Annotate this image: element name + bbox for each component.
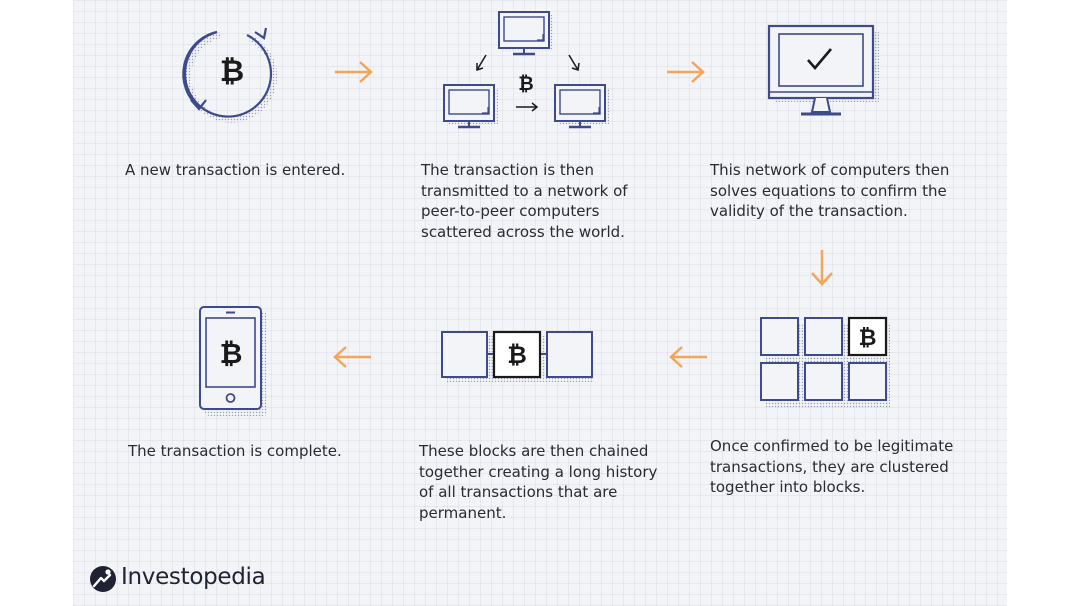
caption-line: validity of the transaction. [710, 202, 908, 220]
computer-icon [443, 84, 498, 129]
arrow-right-icon [667, 61, 705, 83]
brand-name: Investopedia [121, 564, 266, 590]
infographic-canvas: ₿ [73, 0, 1007, 606]
caption-line: A new transaction is entered. [125, 161, 346, 179]
step-1-caption: A new transaction is entered. [125, 160, 345, 181]
arrow-left-icon [333, 346, 371, 368]
caption-line: transactions, they are clustered [710, 457, 949, 476]
caption-line: The transaction is complete. [128, 442, 342, 460]
caption-line: of all transactions that are [419, 483, 618, 501]
peer-network-icon: ₿ [443, 11, 609, 129]
step-2-caption: The transaction is then transmitted to a… [421, 160, 628, 242]
block-chain-icon: ₿ [441, 330, 594, 382]
step-5-caption: These blocks are then chained together c… [419, 441, 657, 523]
transaction-cycle-icon: ₿ [182, 27, 277, 123]
caption-line: scattered across the world. [421, 222, 625, 241]
caption-line: Once confirmed to be legitimate [710, 437, 954, 455]
block-grid-icon: ₿ [760, 316, 890, 408]
monitor-check-icon [767, 24, 879, 116]
caption-line: permanent. [419, 503, 507, 522]
smartphone-icon: ₿ [199, 306, 267, 416]
step-4-caption: Once confirmed to be legitimate transact… [710, 436, 953, 498]
caption-line: The transaction is then [421, 161, 595, 179]
bitcoin-symbol: ₿ [220, 337, 243, 370]
caption-line: together creating a long history [419, 462, 658, 481]
investopedia-logo-icon [90, 566, 116, 592]
step-6-caption: The transaction is complete. [128, 441, 342, 462]
caption-line: peer-to-peer computers [421, 202, 600, 220]
computer-icon [554, 84, 609, 129]
caption-line: solves equations to confirm the [710, 181, 947, 200]
caption-line: These blocks are then chained [419, 442, 649, 460]
arrow-left-icon [669, 346, 707, 368]
bitcoin-symbol: ₿ [507, 341, 527, 369]
caption-line: This network of computers then [710, 161, 950, 179]
caption-line: transmitted to a network of [421, 181, 628, 200]
bitcoin-symbol: ₿ [859, 326, 877, 351]
bitcoin-symbol: ₿ [220, 54, 244, 89]
arrow-right-icon [335, 61, 373, 83]
computer-icon [498, 11, 553, 56]
arrow-down-icon [811, 250, 833, 286]
step-3-caption: This network of computers then solves eq… [710, 160, 949, 222]
caption-line: together into blocks. [710, 478, 866, 496]
bitcoin-symbol: ₿ [518, 73, 533, 95]
